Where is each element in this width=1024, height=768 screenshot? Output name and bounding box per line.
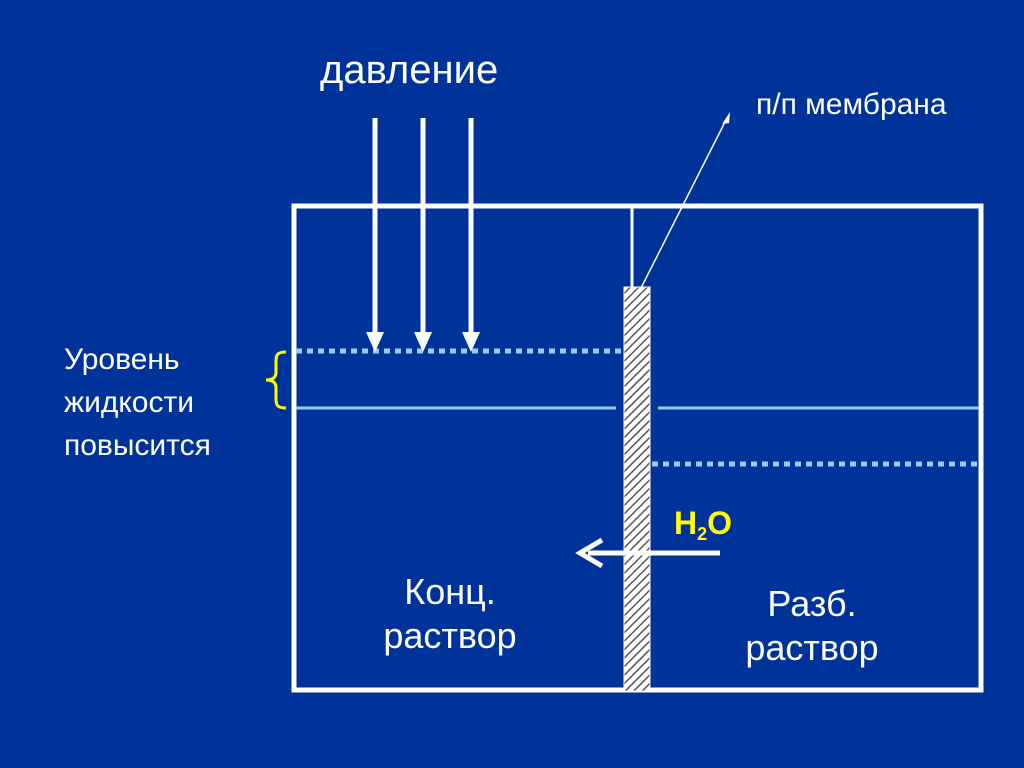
level-rise-label: Уровень жидкости повысится [64,343,211,462]
pressure-arrowhead-2 [414,332,432,352]
concentrated-solution-label: Конц. раствор [383,571,517,656]
membrane-pointer-line [639,117,728,291]
semipermeable-membrane [623,286,651,692]
water-flow-arrowhead [575,537,604,569]
water-formula-o: O [707,505,733,541]
level-rise-brace [265,350,287,410]
membrane-pointer-arrowhead [722,112,730,124]
water-formula: H2O [674,505,732,545]
pressure-arrows [366,118,480,352]
water-formula-subscript: 2 [697,524,708,544]
pressure-arrowhead-3 [462,332,480,352]
membrane-label: п/п мембрана [756,88,947,121]
pressure-title: давление [320,48,499,92]
dilute-solution-label: Разб. раствор [745,583,879,668]
pressure-arrowhead-1 [366,332,384,352]
water-formula-h: H [674,505,698,541]
